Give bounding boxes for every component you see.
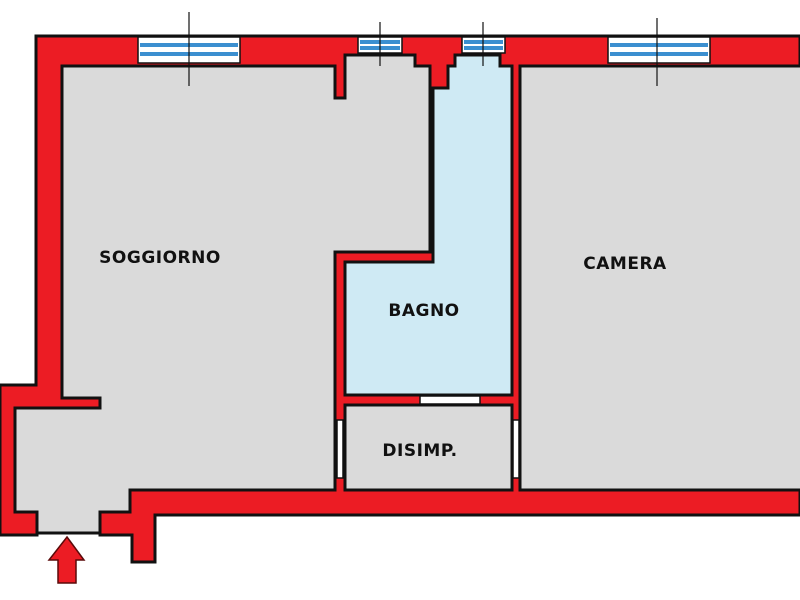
- label-bagno: BAGNO: [388, 301, 459, 321]
- door-bagno: [419, 395, 481, 405]
- label-disimpegno: DISIMP.: [382, 441, 457, 461]
- window-camera: [607, 18, 711, 86]
- window-bagno: [461, 22, 506, 66]
- room-soggiorno: [13, 53, 432, 535]
- label-soggiorno: SOGGIORNO: [99, 248, 221, 268]
- door-soggiorno-disimp: [336, 419, 344, 479]
- room-bagno: [343, 53, 514, 397]
- door-camera-disimp: [512, 419, 520, 479]
- room-camera: [518, 64, 800, 492]
- arrow-up-icon: [47, 535, 86, 584]
- window-soggiorno: [137, 12, 241, 86]
- room-disimpegno: [343, 403, 514, 492]
- window-soggiorno-small: [357, 22, 403, 66]
- label-camera: CAMERA: [583, 254, 667, 274]
